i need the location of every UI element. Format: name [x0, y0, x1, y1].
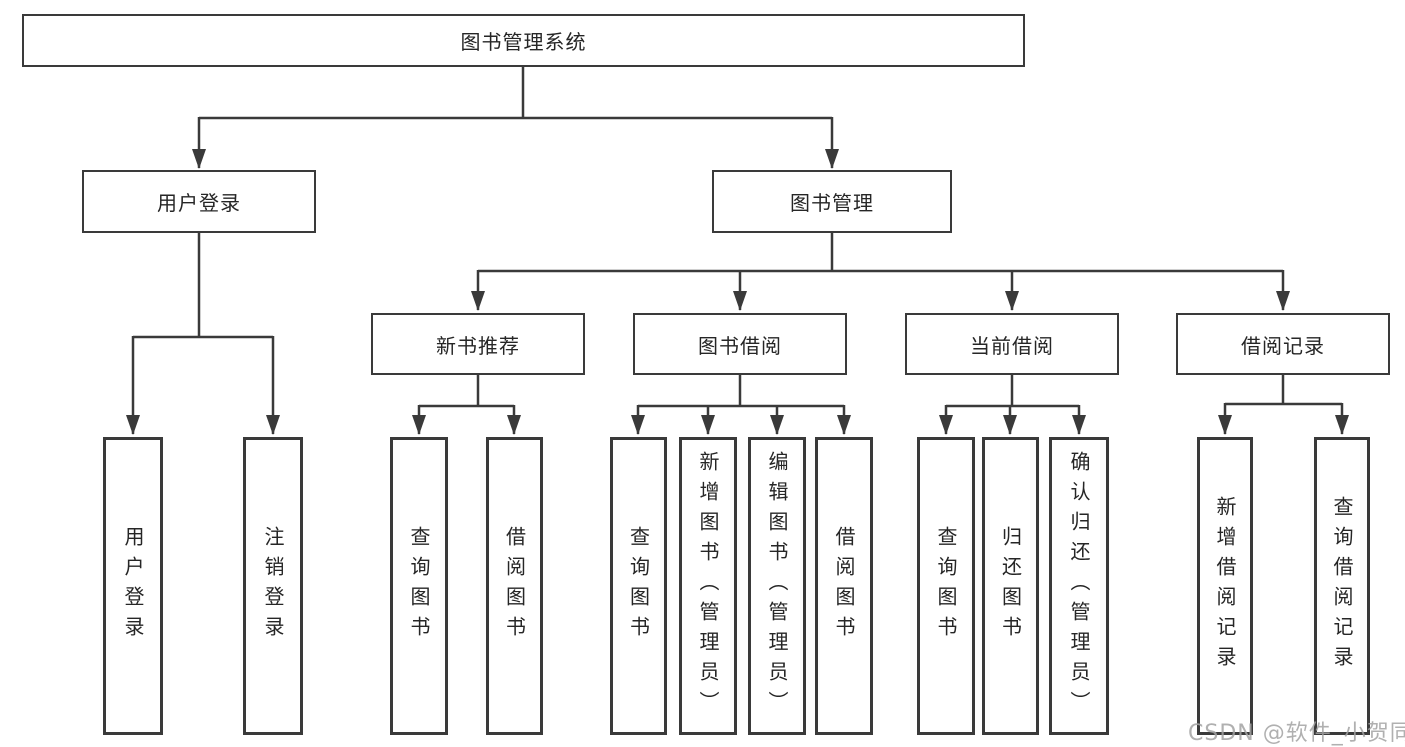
- leaf-query-books-recommend: 查询图书: [390, 437, 448, 735]
- node-current-borrowing: 当前借阅: [905, 313, 1119, 375]
- leaf-query-books-current: 查询图书: [917, 437, 975, 735]
- leaf-confirm-return-admin: 确认归还（管理员）: [1049, 437, 1109, 735]
- leaf-query-books-borrowing: 查询图书: [610, 437, 667, 735]
- leaf-edit-book-admin: 编辑图书（管理员）: [748, 437, 806, 735]
- leaf-return-books: 归还图书: [982, 437, 1039, 735]
- node-book-borrowing: 图书借阅: [633, 313, 847, 375]
- leaf-user-login: 用户登录: [103, 437, 163, 735]
- node-user-login: 用户登录: [82, 170, 316, 233]
- node-borrowing-records: 借阅记录: [1176, 313, 1390, 375]
- node-book-management: 图书管理: [712, 170, 952, 233]
- leaf-logout: 注销登录: [243, 437, 303, 735]
- leaf-borrow-books-recommend: 借阅图书: [486, 437, 543, 735]
- leaf-add-book-admin: 新增图书（管理员）: [679, 437, 737, 735]
- csdn-watermark: CSDN @软件_小贺同学: [1188, 721, 1405, 746]
- leaf-query-borrow-record: 查询借阅记录: [1314, 437, 1370, 735]
- leaf-add-borrow-record: 新增借阅记录: [1197, 437, 1253, 735]
- node-library-management-system: 图书管理系统: [22, 14, 1025, 67]
- leaf-borrow-books-borrowing: 借阅图书: [815, 437, 873, 735]
- node-new-book-recommend: 新书推荐: [371, 313, 585, 375]
